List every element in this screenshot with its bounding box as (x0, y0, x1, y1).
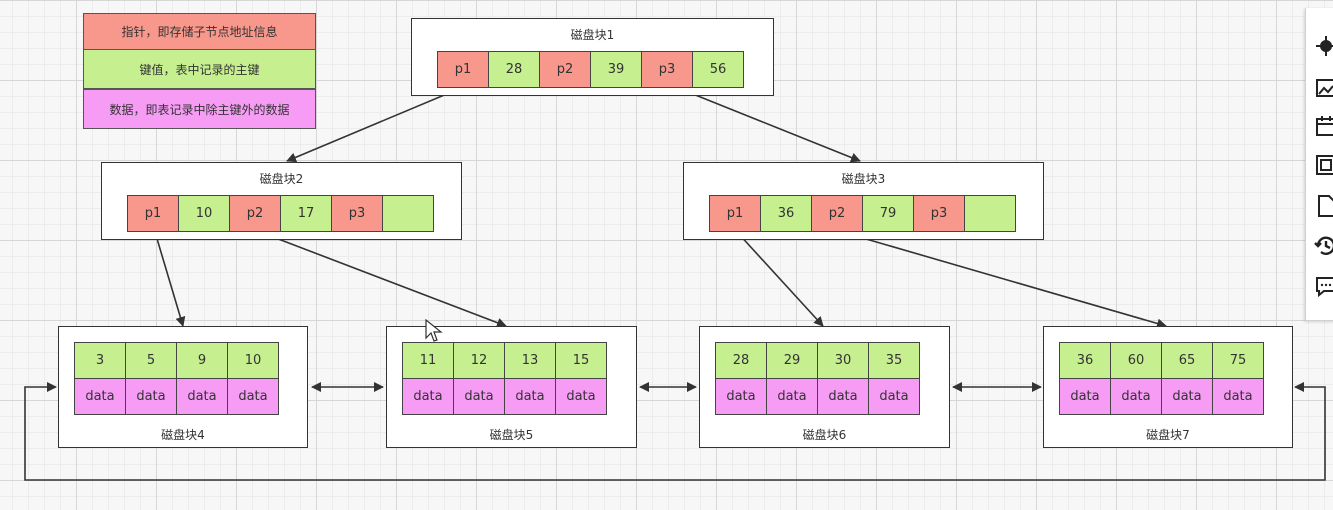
key-cell: 28 (488, 51, 540, 88)
legend-key: 键值，表中记录的主键 (83, 49, 316, 89)
disk-block-1: 磁盘块1 p1 28 p2 39 p3 56 (411, 18, 774, 96)
comment-icon[interactable] (1312, 272, 1333, 300)
edge-b3-p1-to-b6 (736, 231, 824, 327)
disk-block-7: 36 60 65 75 data data data data 磁盘块7 (1043, 326, 1293, 448)
disk-block-6-records: 28 29 30 35 data data data data (715, 342, 920, 415)
data-cell: data (766, 378, 818, 415)
data-cell: data (1161, 378, 1213, 415)
pointer-cell: p1 (437, 51, 489, 88)
key-cell: 56 (692, 51, 744, 88)
disk-block-2: 磁盘块2 p1 10 p2 17 p3 (101, 162, 462, 240)
key-cell: 12 (453, 342, 505, 379)
key-cell: 13 (504, 342, 556, 379)
pointer-cell: p2 (229, 195, 281, 232)
disk-block-4: 3 5 9 10 data data data data 磁盘块4 (58, 326, 308, 448)
image-icon[interactable] (1312, 74, 1333, 102)
edge-b3-p2-to-b7 (841, 231, 1167, 329)
disk-block-1-title: 磁盘块1 (570, 28, 615, 42)
data-cell: data (868, 378, 920, 415)
calendar-icon[interactable] (1312, 112, 1333, 140)
key-cell: 10 (227, 342, 279, 379)
data-cell: data (74, 378, 126, 415)
disk-block-7-title: 磁盘块7 (1146, 428, 1190, 442)
disk-block-2-cells: p1 10 p2 17 p3 (127, 195, 434, 232)
mouse-cursor-icon (425, 319, 443, 342)
disk-block-6: 28 29 30 35 data data data data 磁盘块6 (699, 326, 950, 448)
key-cell: 10 (178, 195, 230, 232)
data-cell: data (817, 378, 869, 415)
data-cell: data (227, 378, 279, 415)
pointer-cell: p3 (913, 195, 965, 232)
disk-block-4-title: 磁盘块4 (161, 428, 205, 442)
leaf-ring-link (24, 382, 1326, 481)
frame-icon[interactable] (1312, 151, 1333, 179)
key-cell: 35 (868, 342, 920, 379)
disk-block-1-cells: p1 28 p2 39 p3 56 (437, 51, 744, 88)
key-cell: 60 (1110, 342, 1162, 379)
edge-b2-p2-to-b5 (259, 231, 507, 328)
key-cell: 28 (715, 342, 767, 379)
pointer-cell: p3 (331, 195, 383, 232)
key-cell: 29 (766, 342, 818, 379)
key-cell: 17 (280, 195, 332, 232)
disk-block-5-records: 11 12 13 15 data data data data (402, 342, 607, 415)
disk-block-3-title: 磁盘块3 (841, 172, 886, 186)
pointer-cell: p2 (539, 51, 591, 88)
key-cell: 9 (176, 342, 228, 379)
key-cell: 15 (555, 342, 607, 379)
legend-data-label: 数据，即表记录中除主键外的数据 (109, 102, 290, 117)
pointer-cell: p3 (641, 51, 693, 88)
data-cell: data (453, 378, 505, 415)
key-cell: 36 (1059, 342, 1111, 379)
disk-block-3-cells: p1 36 p2 79 p3 (709, 195, 1016, 232)
key-cell (382, 195, 434, 232)
key-cell: 3 (74, 342, 126, 379)
disk-block-5: 11 12 13 15 data data data data 磁盘块5 (386, 326, 637, 448)
data-cell: data (555, 378, 607, 415)
data-cell: data (1110, 378, 1162, 415)
legend-data: 数据，即表记录中除主键外的数据 (83, 89, 316, 129)
move-icon[interactable] (1312, 32, 1333, 60)
key-cell: 36 (760, 195, 812, 232)
data-cell: data (402, 378, 454, 415)
key-cell: 65 (1161, 342, 1213, 379)
legend-pointer: 指针，即存储子节点地址信息 (83, 13, 316, 50)
data-cell: data (125, 378, 177, 415)
legend-pointer-label: 指针，即存储子节点地址信息 (121, 25, 278, 39)
disk-block-2-title: 磁盘块2 (259, 172, 304, 186)
data-cell: data (1212, 378, 1264, 415)
right-toolbar (1305, 8, 1333, 321)
disk-block-4-records: 3 5 9 10 data data data data (74, 342, 279, 415)
history-icon[interactable] (1312, 232, 1333, 260)
key-cell: 30 (817, 342, 869, 379)
key-cell: 39 (590, 51, 642, 88)
page-icon[interactable] (1312, 192, 1333, 220)
data-cell: data (715, 378, 767, 415)
disk-block-3: 磁盘块3 p1 36 p2 79 p3 (683, 162, 1044, 240)
key-cell (964, 195, 1016, 232)
key-cell: 79 (862, 195, 914, 232)
key-cell: 11 (402, 342, 454, 379)
key-cell: 5 (125, 342, 177, 379)
data-cell: data (1059, 378, 1111, 415)
disk-block-6-title: 磁盘块6 (802, 428, 847, 442)
pointer-cell: p1 (127, 195, 179, 232)
data-cell: data (504, 378, 556, 415)
pointer-cell: p1 (709, 195, 761, 232)
edge-b1-p1-to-b2 (286, 87, 462, 163)
key-cell: 75 (1212, 342, 1264, 379)
disk-block-5-title: 磁盘块5 (489, 428, 534, 442)
legend-key-label: 键值，表中记录的主键 (139, 62, 260, 77)
disk-block-7-records: 36 60 65 75 data data data data (1059, 342, 1264, 415)
pointer-cell: p2 (811, 195, 863, 232)
data-cell: data (176, 378, 228, 415)
edge-b2-p1-to-b4 (154, 231, 186, 327)
edge-b1-p3-to-b3 (677, 87, 861, 163)
